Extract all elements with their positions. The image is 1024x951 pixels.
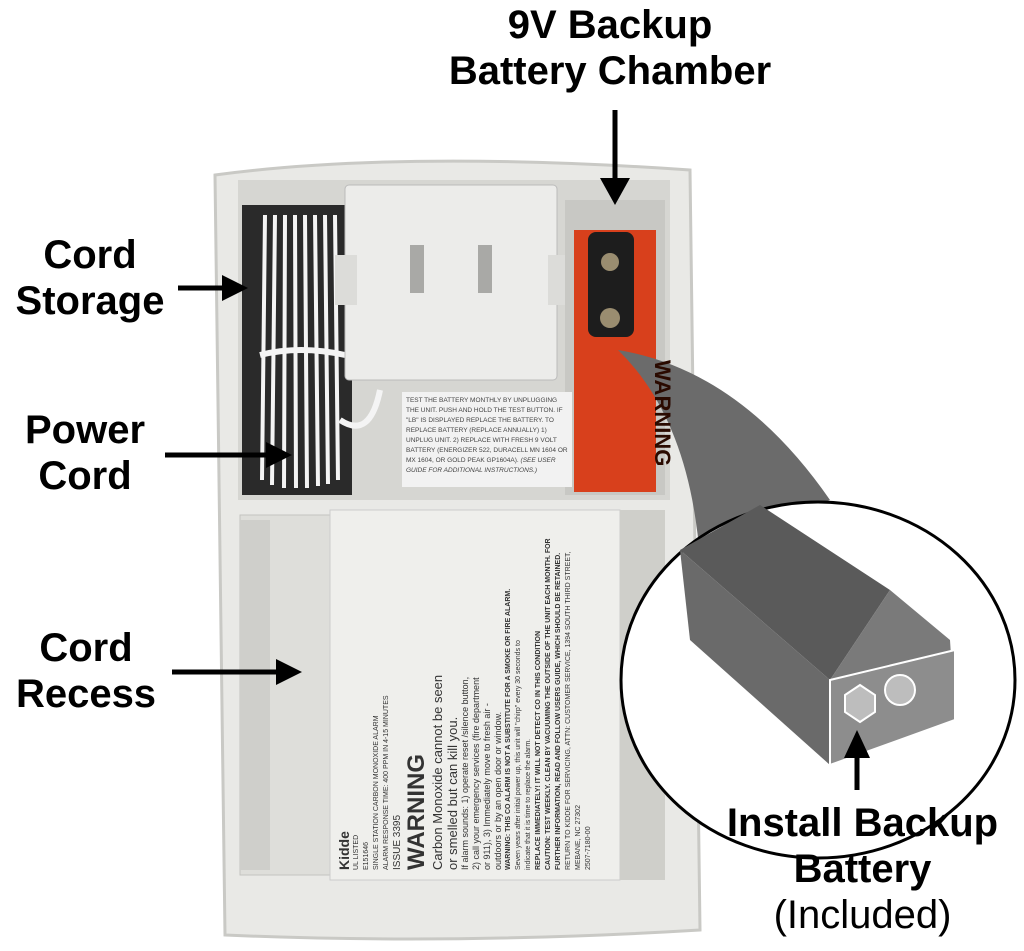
callout-line: Install Backup bbox=[726, 801, 999, 845]
warning-line: outdoors or by an open door or window. bbox=[493, 711, 503, 870]
callout-line: Battery bbox=[793, 847, 932, 891]
callout-line-included: (Included) bbox=[773, 893, 952, 937]
callout-battery-chamber: 9V Backup Battery Chamber bbox=[400, 2, 820, 94]
warning-line: REPLACE IMMEDIATELY! IT WILL NOT DETECT … bbox=[535, 630, 542, 870]
ul-mark: UL LISTED bbox=[353, 834, 360, 870]
coiled-power-cord bbox=[259, 214, 383, 489]
warning-line: Carbon Monoxide cannot be seen bbox=[430, 674, 445, 870]
response-time: ALARM RESPONSE TIME: 400 PPM IN 4-15 MIN… bbox=[383, 695, 390, 870]
battery-snap-connector bbox=[588, 232, 634, 337]
warning-line: 2) call your emergency services (fire de… bbox=[471, 677, 481, 870]
callout-install-battery: Install Backup Battery (Included) bbox=[695, 800, 1024, 938]
callout-line: Power bbox=[24, 408, 146, 452]
arrows bbox=[165, 110, 870, 790]
9v-battery-illustration bbox=[680, 505, 956, 767]
product-type: SINGLE STATION CARBON MONOXIDE ALARM bbox=[373, 715, 380, 870]
file-number: E151646 bbox=[363, 841, 370, 870]
callout-power-cord: Power Cord bbox=[0, 407, 170, 499]
callout-cord-recess: Cord Recess bbox=[0, 625, 172, 717]
warning-tag-text: WARNING bbox=[650, 360, 675, 467]
brand-logo: Kidde bbox=[336, 831, 352, 870]
callout-line: Cord bbox=[39, 626, 133, 670]
callout-line: Storage bbox=[15, 279, 165, 323]
warning-line: indicate that it is time to replace the … bbox=[525, 738, 532, 870]
callout-cord-storage: Cord Storage bbox=[0, 232, 180, 324]
callout-line: Recess bbox=[15, 672, 157, 716]
plug-cover bbox=[344, 184, 558, 381]
warning-line: WARNING: THIS CO ALARM IS NOT A SUBSTITU… bbox=[505, 588, 512, 870]
warning-line: Seven years after initial power up, this… bbox=[515, 640, 522, 870]
callout-line: 9V Backup bbox=[507, 3, 713, 47]
battery-positive-terminal bbox=[884, 674, 916, 706]
battery-negative-terminal bbox=[844, 683, 876, 724]
plug-prong bbox=[410, 245, 424, 293]
product-label: Kidde UL LISTED E151646 SINGLE STATION C… bbox=[330, 510, 620, 880]
service-text: RETURN TO KIDDE FOR SERVICING, ATTN: CUS… bbox=[565, 551, 582, 870]
battery-instruction-label: TEST THE BATTERY MONTHLY BY UNPLUGGING T… bbox=[402, 392, 572, 487]
plug-prong bbox=[478, 245, 492, 293]
warning-line: or 911), 3) Immediately move to fresh ai… bbox=[482, 703, 492, 870]
battery-instructions: TEST THE BATTERY MONTHLY BY UNPLUGGING T… bbox=[406, 397, 568, 464]
callout-line: Cord bbox=[43, 233, 137, 277]
part-number: 2507-7180-00 bbox=[585, 826, 592, 870]
warning-line: or smelled but can kill you. bbox=[445, 716, 460, 870]
issue-number: ISSUE 3395 bbox=[392, 814, 403, 870]
caution-text: CAUTION: TEST WEEKLY. CLEAN BY VACUUMING… bbox=[545, 538, 562, 870]
warning-line: If alarm sounds: 1) operate reset /silen… bbox=[460, 676, 470, 870]
warning-heading: WARNING bbox=[404, 754, 430, 870]
callout-line: Battery Chamber bbox=[448, 49, 772, 93]
callout-line: Cord bbox=[38, 454, 132, 498]
battery-instructions-note: (SEE USER GUIDE FOR ADDITIONAL INSTRUCTI… bbox=[406, 457, 556, 474]
